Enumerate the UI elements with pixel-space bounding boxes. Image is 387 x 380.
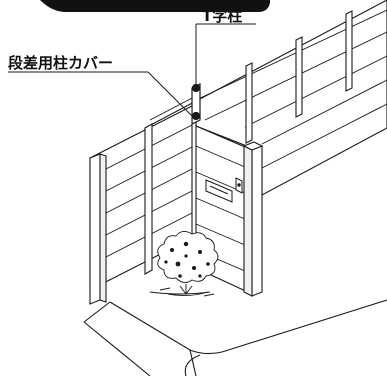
shrub-icon (157, 231, 219, 297)
mailbox-icon (205, 177, 243, 203)
leader-lines (8, 23, 256, 117)
ground-outline (83, 291, 387, 377)
t-post (191, 83, 201, 125)
back-fence (144, 0, 387, 196)
top-bubble-shape (40, 0, 270, 12)
step-cover-label: 段差用柱カバー (8, 54, 113, 72)
t-post-label: T字柱 (202, 7, 242, 25)
